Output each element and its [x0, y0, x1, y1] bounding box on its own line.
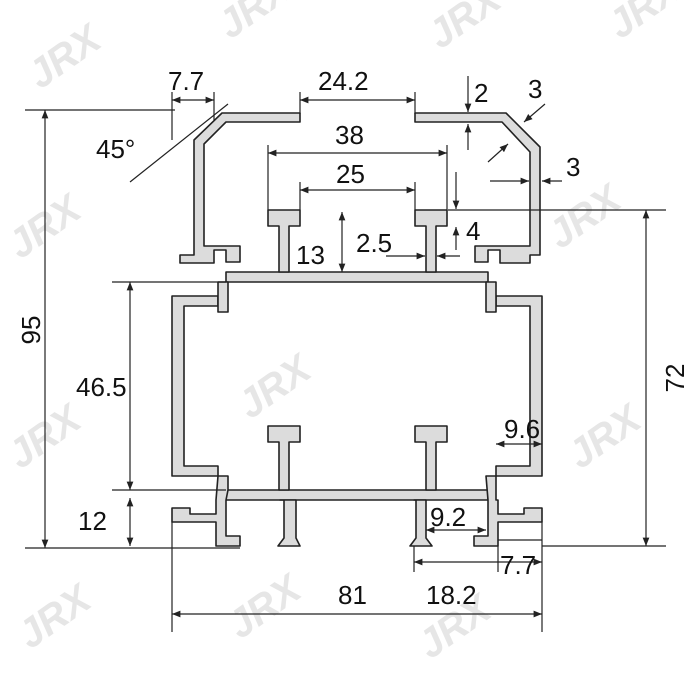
label-t-stem: 2.5: [356, 228, 392, 258]
profile-upper-t-slot-left: [267, 209, 301, 273]
label-top-corner: 3: [528, 74, 542, 104]
watermark-text: JRX: [210, 0, 301, 47]
dimension-lines: [25, 76, 666, 632]
label-side-wall: 3: [566, 152, 580, 182]
label-bottom-right-width: 18.2: [426, 580, 477, 610]
label-total-height: 95: [16, 316, 46, 345]
watermark-text: JRX: [600, 0, 691, 47]
profile-bottom-right-leg: [409, 499, 433, 547]
profile-bottom-left-foot: [171, 475, 241, 547]
profile-main-right-wall: [495, 295, 543, 477]
label-t-head: 4: [466, 216, 480, 246]
dimension-labels: 7.7 24.2 2 3 3 45° 38 25 13 2.5 4 95 46.…: [16, 66, 690, 610]
label-bottom-height: 12: [78, 506, 107, 536]
watermark-text: JRX: [20, 15, 111, 97]
profile-bottom-right-foot: [473, 475, 543, 547]
profile-lower-t-slot-left: [267, 425, 301, 491]
profile-left-link: [217, 281, 229, 313]
label-right-small: 9.6: [504, 414, 540, 444]
watermark-text: JRX: [560, 395, 651, 477]
watermark-text: JRX: [420, 0, 511, 57]
watermark-text: JRX: [220, 565, 311, 647]
profile-right-link: [485, 281, 497, 313]
label-top-wall: 2: [474, 78, 488, 108]
dim-line-top-corner: [487, 143, 509, 163]
aluminum-profile: [171, 112, 543, 547]
profile-top-left-wall: [179, 112, 301, 264]
label-inner-outer: 38: [335, 120, 364, 150]
dim-line-top-corner: [523, 103, 546, 123]
watermark-text: JRX: [10, 575, 101, 657]
watermark-text: JRX: [540, 175, 631, 257]
dim-line-angle: [129, 103, 229, 183]
label-right-height: 72: [660, 364, 690, 393]
label-slot-width: 9.2: [430, 502, 466, 532]
profile-main-left-wall: [171, 295, 219, 477]
profile-top-right-wall: [414, 112, 541, 264]
profile-bottom-left-leg: [277, 499, 301, 547]
watermark-text: JRX: [230, 345, 321, 427]
label-top-opening: 24.2: [318, 66, 369, 96]
profile-lower-t-slot-right: [414, 425, 448, 491]
label-angle: 45°: [96, 134, 135, 164]
profile-upper-crossbar: [225, 271, 489, 283]
profile-upper-t-slot-right: [414, 209, 448, 273]
profile-lower-crossbar: [225, 489, 489, 501]
label-total-width: 81: [338, 580, 367, 610]
label-top-flange: 7.7: [168, 66, 204, 96]
label-inner-inner: 25: [336, 159, 365, 189]
label-bottom-right-small: 7.7: [500, 550, 536, 580]
label-t-height: 13: [296, 240, 325, 270]
label-middle-height: 46.5: [76, 372, 127, 402]
